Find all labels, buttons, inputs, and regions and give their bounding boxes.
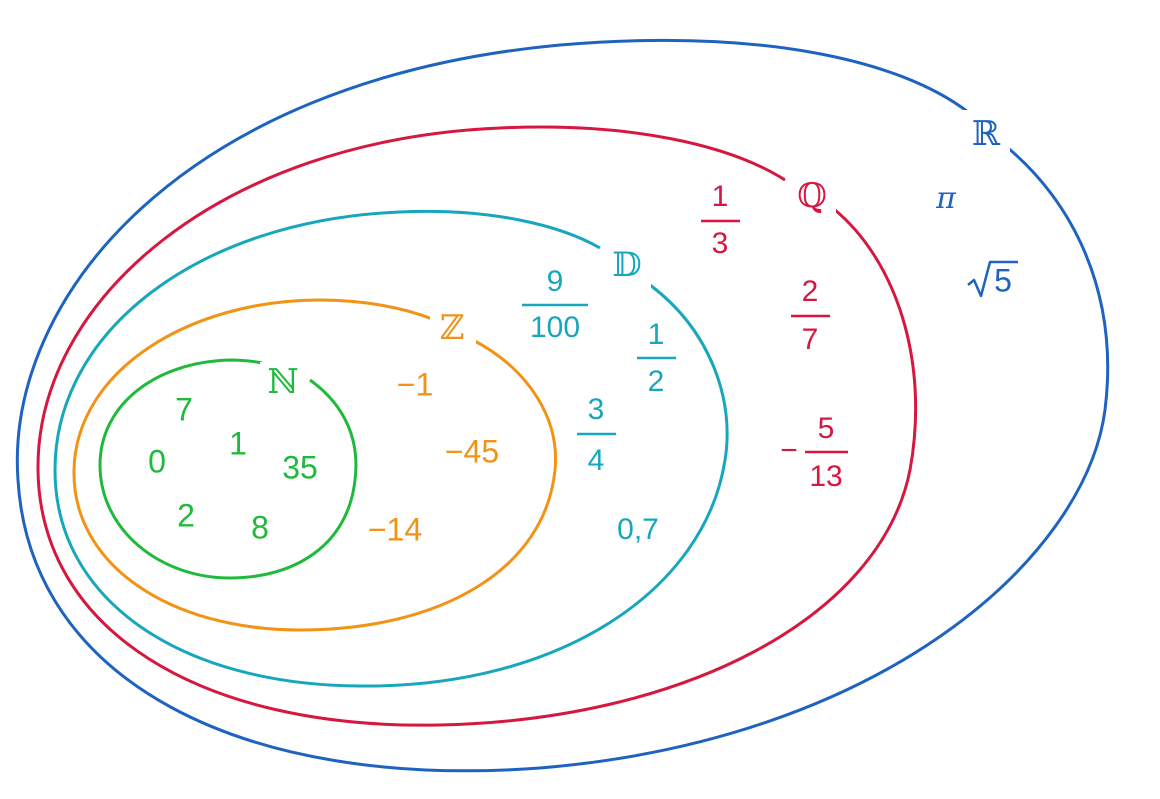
set-q-label: ℚ <box>797 176 827 216</box>
element-r-pi: π <box>935 181 957 216</box>
element-n-1: 1 <box>229 425 247 461</box>
fraction-numerator: 2 <box>802 275 819 308</box>
fraction-1-2: 1 2 <box>637 318 676 398</box>
set-z-boundary <box>72 298 558 632</box>
element-d-decimal: 0,7 <box>617 513 659 546</box>
element-n-7: 7 <box>175 391 193 427</box>
set-z-group: ℤ <box>72 298 558 632</box>
set-r-elements: π 5 <box>935 181 1018 298</box>
fraction-denominator: 7 <box>802 323 819 356</box>
set-d-group: 𝔻 <box>53 209 729 688</box>
fraction-numerator: 1 <box>648 318 665 351</box>
set-q-boundary <box>36 125 918 727</box>
set-n-boundary <box>98 358 358 580</box>
set-d-label: 𝔻 <box>612 245 641 285</box>
fraction-denominator: 3 <box>712 227 729 260</box>
radical-sign-icon <box>967 260 1018 298</box>
set-q-label-bg <box>788 172 836 220</box>
fraction-numerator: 5 <box>818 412 835 445</box>
fraction-1-3: 1 3 <box>701 180 740 260</box>
set-r-group: ℝ <box>15 38 1110 773</box>
element-z-neg-1: −1 <box>397 366 433 402</box>
set-z-label-bg <box>430 306 476 352</box>
set-z-label: ℤ <box>440 308 465 348</box>
fraction-sign: − <box>780 434 798 467</box>
set-r-label-bg <box>962 110 1010 158</box>
set-n-label: ℕ <box>267 362 298 402</box>
set-r-boundary <box>15 38 1110 773</box>
set-r-label: ℝ <box>972 114 1001 154</box>
sqrt-radicand: 5 <box>994 262 1012 298</box>
set-q-elements: 1 3 2 7 − 5 13 <box>701 180 848 493</box>
fraction-denominator: 4 <box>588 444 605 477</box>
fraction-numerator: 1 <box>712 180 729 213</box>
set-n-label-bg <box>260 362 306 406</box>
set-d-label-bg <box>603 243 651 289</box>
fraction-denominator: 13 <box>809 460 842 493</box>
element-n-2: 2 <box>177 497 195 533</box>
set-n-group: ℕ <box>98 358 358 580</box>
set-z-elements: −1 −45 −14 <box>368 366 499 547</box>
element-n-0: 0 <box>148 443 166 479</box>
fraction-numerator: 3 <box>588 393 605 426</box>
set-d-elements: 9 100 1 2 3 4 0,7 <box>522 265 676 546</box>
sqrt-5: 5 <box>967 260 1018 298</box>
fraction-denominator: 100 <box>530 311 580 344</box>
element-z-neg-14: −14 <box>368 511 422 547</box>
set-q-group: ℚ <box>36 125 918 727</box>
fraction-2-7: 2 7 <box>791 275 830 356</box>
element-z-neg-45: −45 <box>445 433 499 469</box>
element-n-35: 35 <box>282 449 318 485</box>
set-n-elements: 7 0 1 35 2 8 <box>148 391 318 545</box>
fraction-numerator: 9 <box>547 265 564 298</box>
fraction-denominator: 2 <box>648 365 665 398</box>
element-n-8: 8 <box>251 509 269 545</box>
fraction-3-4: 3 4 <box>577 393 616 477</box>
fraction-neg-5-13: − 5 13 <box>780 412 848 493</box>
set-d-boundary <box>53 209 729 688</box>
fraction-9-100: 9 100 <box>522 265 588 344</box>
